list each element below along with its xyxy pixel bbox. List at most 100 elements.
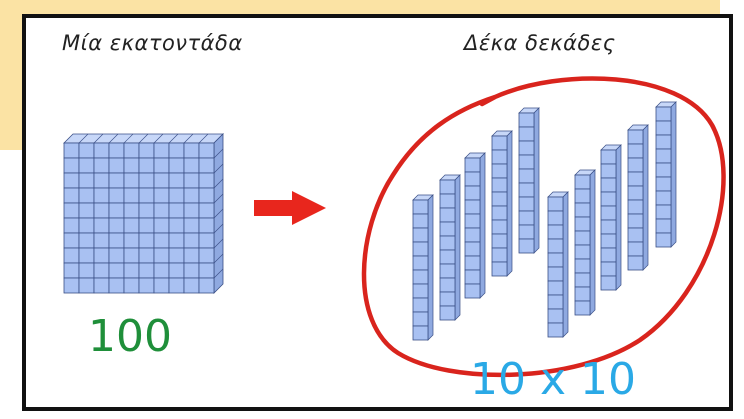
unit-cube bbox=[154, 218, 169, 233]
unit-cube bbox=[94, 188, 109, 203]
unit-cube bbox=[79, 203, 94, 218]
unit-cube bbox=[465, 284, 480, 298]
unit-cube bbox=[413, 228, 428, 242]
unit-cube bbox=[79, 218, 94, 233]
unit-cube bbox=[575, 189, 590, 203]
unit-cube bbox=[519, 225, 534, 239]
unit-cube bbox=[548, 267, 563, 281]
unit-cube bbox=[184, 263, 199, 278]
unit-cube bbox=[124, 158, 139, 173]
unit-cube bbox=[628, 172, 643, 186]
unit-cube bbox=[109, 158, 124, 173]
unit-cube bbox=[492, 206, 507, 220]
unit-cube bbox=[109, 248, 124, 263]
unit-cube bbox=[628, 130, 643, 144]
unit-cube bbox=[199, 143, 214, 158]
unit-cube bbox=[440, 306, 455, 320]
unit-cube bbox=[465, 158, 480, 172]
unit-cube bbox=[169, 188, 184, 203]
unit-cube bbox=[440, 278, 455, 292]
unit-cube bbox=[548, 281, 563, 295]
unit-cube bbox=[628, 158, 643, 172]
unit-cube bbox=[139, 263, 154, 278]
ten-tens-label: Δέκα δεκάδες bbox=[464, 31, 616, 55]
unit-cube bbox=[64, 173, 79, 188]
unit-cube bbox=[548, 197, 563, 211]
unit-cube bbox=[656, 205, 671, 219]
unit-cube bbox=[519, 183, 534, 197]
unit-cube bbox=[199, 158, 214, 173]
unit-cube bbox=[79, 263, 94, 278]
unit-cube bbox=[199, 278, 214, 293]
unit-cube bbox=[64, 263, 79, 278]
unit-cube bbox=[184, 248, 199, 263]
unit-cube bbox=[601, 276, 616, 290]
unit-cube bbox=[413, 242, 428, 256]
unit-cube bbox=[124, 278, 139, 293]
unit-cube bbox=[154, 143, 169, 158]
unit-cube bbox=[184, 233, 199, 248]
unit-cube bbox=[548, 239, 563, 253]
unit-cube bbox=[124, 188, 139, 203]
unit-cube bbox=[656, 191, 671, 205]
unit-cube bbox=[184, 218, 199, 233]
unit-cube bbox=[601, 150, 616, 164]
unit-cube bbox=[124, 248, 139, 263]
unit-cube bbox=[169, 278, 184, 293]
rod-side-face bbox=[507, 131, 512, 276]
unit-cube bbox=[492, 192, 507, 206]
unit-cube bbox=[109, 203, 124, 218]
unit-cube bbox=[154, 233, 169, 248]
unit-cube bbox=[656, 121, 671, 135]
ten-times-ten-number: 10 x 10 bbox=[470, 358, 636, 402]
unit-cube bbox=[199, 248, 214, 263]
unit-cube bbox=[601, 192, 616, 206]
unit-cube bbox=[492, 234, 507, 248]
unit-cube bbox=[64, 188, 79, 203]
unit-cube bbox=[79, 248, 94, 263]
unit-cube bbox=[79, 158, 94, 173]
unit-cube bbox=[64, 143, 79, 158]
unit-cube bbox=[628, 200, 643, 214]
unit-cube bbox=[519, 211, 534, 225]
unit-cube bbox=[94, 143, 109, 158]
unit-cube bbox=[575, 245, 590, 259]
unit-cube bbox=[575, 273, 590, 287]
arrow-head bbox=[292, 191, 326, 225]
unit-cube bbox=[465, 172, 480, 186]
rod-side-face bbox=[428, 195, 433, 340]
unit-cube bbox=[440, 292, 455, 306]
unit-cube bbox=[199, 188, 214, 203]
unit-cube bbox=[109, 263, 124, 278]
ten-rod bbox=[413, 195, 433, 340]
unit-cube bbox=[64, 233, 79, 248]
unit-cube bbox=[154, 158, 169, 173]
unit-cube bbox=[124, 143, 139, 158]
unit-cube bbox=[656, 219, 671, 233]
unit-cube bbox=[656, 177, 671, 191]
unit-cube bbox=[94, 173, 109, 188]
unit-cube bbox=[548, 225, 563, 239]
unit-cube bbox=[519, 197, 534, 211]
unit-cube bbox=[440, 180, 455, 194]
unit-cube bbox=[124, 218, 139, 233]
unit-cube bbox=[94, 203, 109, 218]
ten-rod bbox=[601, 145, 621, 290]
unit-cube bbox=[139, 248, 154, 263]
unit-cube bbox=[465, 200, 480, 214]
ten-rod bbox=[628, 125, 648, 270]
unit-cube bbox=[628, 242, 643, 256]
rod-side-face bbox=[616, 145, 621, 290]
unit-cube bbox=[575, 175, 590, 189]
unit-cube bbox=[575, 301, 590, 315]
unit-cube bbox=[139, 173, 154, 188]
unit-cube bbox=[519, 113, 534, 127]
ten-rod bbox=[519, 108, 539, 253]
unit-cube bbox=[169, 173, 184, 188]
unit-cube bbox=[519, 141, 534, 155]
unit-cube bbox=[184, 278, 199, 293]
unit-cube bbox=[139, 233, 154, 248]
unit-cube bbox=[519, 239, 534, 253]
unit-cube bbox=[548, 253, 563, 267]
unit-cube bbox=[109, 188, 124, 203]
